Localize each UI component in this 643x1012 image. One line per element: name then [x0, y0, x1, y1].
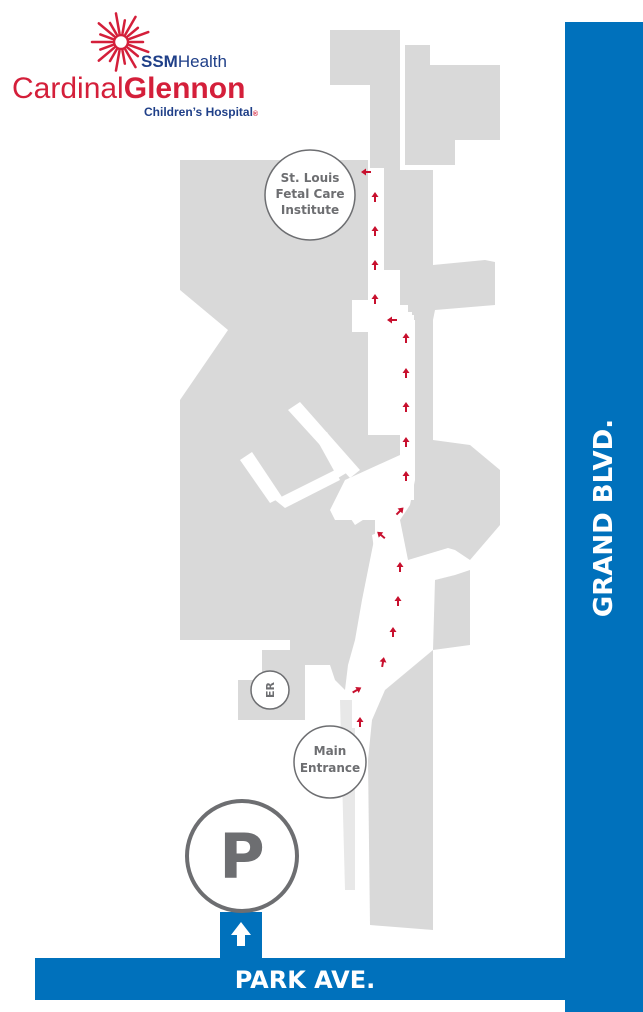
fetal-care-institute-marker[interactable]: St. Louis Fetal Care Institute [264, 149, 356, 241]
svg-text:SSMHealth: SSMHealth [141, 52, 227, 71]
corridor-junction [352, 312, 412, 328]
main-entrance-label-line-1: Main [314, 744, 347, 758]
grand-blvd-label: GRAND BLVD. [589, 419, 619, 617]
arrow-icon [352, 686, 362, 694]
sunburst-ray [128, 43, 150, 54]
logo-health: Health [178, 52, 227, 71]
logo-registered: ® [253, 110, 259, 118]
corridor-south [352, 530, 391, 690]
arrow-icon [394, 596, 402, 606]
fetal-care-label-line-1: St. Louis [281, 171, 340, 185]
logo-cardinal: Cardinal [12, 72, 124, 105]
main-entrance-marker[interactable]: Main Entrance [293, 725, 367, 799]
arrow-icon [379, 657, 387, 668]
arrow-icon [371, 260, 379, 270]
park-ave-road [35, 958, 565, 1000]
sunburst-ray [121, 49, 127, 65]
logo-subtitle: Children’s Hospital [144, 105, 253, 119]
sunburst-ray [97, 22, 116, 38]
arrow-icon [402, 368, 410, 378]
arrow-up-icon [231, 922, 251, 946]
corridor-north [370, 168, 384, 308]
building-south-east [368, 650, 433, 930]
route-arrows [352, 168, 410, 727]
sunburst-ray [114, 12, 121, 35]
sunburst-icon [90, 12, 150, 72]
er-label: ER [264, 681, 277, 698]
svg-text:CardinalGlennon: CardinalGlennon [12, 72, 245, 105]
sunburst-ray [124, 48, 137, 69]
sunburst-ray [97, 46, 116, 62]
corridor-branch-west-4 [317, 432, 348, 478]
sunburst-ray [99, 33, 114, 41]
building-footprint [180, 30, 500, 930]
arrow-icon [371, 192, 379, 202]
sunburst-ray [121, 19, 127, 35]
corridor-entrance [352, 688, 368, 728]
corridor-branch-west-2 [240, 452, 282, 503]
sunburst-ray [108, 48, 118, 63]
corridor-diagonal [345, 480, 410, 525]
building-north-annex [405, 45, 500, 165]
sunburst-ray [126, 46, 140, 58]
arrow-icon [395, 507, 404, 516]
building-east-block [400, 320, 500, 560]
arrow-icon [402, 402, 410, 412]
arrow-icon [356, 717, 364, 727]
arrow-icon [377, 531, 386, 539]
main-entrance-label-line-2: Entrance [300, 761, 360, 775]
parking-marker[interactable]: P [185, 799, 299, 913]
arrow-icon [371, 294, 379, 304]
arrow-icon [396, 562, 404, 572]
ssm-health-logo: SSMHealth CardinalGlennon Children’s Hos… [12, 12, 259, 119]
sunburst-core [112, 33, 130, 51]
sunburst-ray [128, 30, 150, 41]
park-ave-label: PARK AVE. [235, 966, 375, 994]
grand-blvd-road [565, 22, 643, 1012]
sunburst-ray [124, 15, 137, 36]
sunburst-ray [99, 43, 114, 51]
sunburst-ray [114, 49, 121, 72]
er-marker[interactable]: ER [250, 670, 290, 710]
arrow-icon [402, 471, 410, 481]
sunburst-ray [108, 21, 118, 36]
arrow-icon [402, 333, 410, 343]
building-tower [400, 170, 495, 320]
arrow-icon [402, 437, 410, 447]
arrow-icon [387, 316, 397, 324]
arrow-icon [389, 627, 397, 637]
building-west-block [180, 160, 400, 720]
arrow-icon [371, 226, 379, 236]
building-south-addition [433, 570, 470, 650]
sunburst-ray [126, 26, 140, 38]
logo-glennon: Glennon [124, 72, 246, 105]
fetal-care-label-line-3: Institute [281, 203, 339, 217]
fetal-care-label-line-2: Fetal Care [276, 187, 345, 201]
corridor-branch-west-3 [275, 470, 340, 508]
parking-label: P [219, 820, 264, 893]
arrow-icon [361, 168, 371, 176]
logo-ssm: SSM [141, 52, 178, 71]
svg-text:Children’s Hospital®: Children’s Hospital® [144, 105, 259, 119]
